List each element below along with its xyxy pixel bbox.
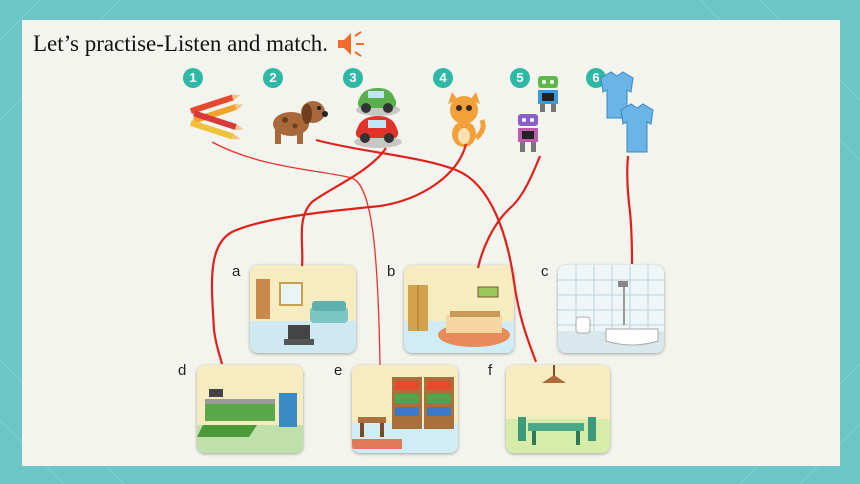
item-number-4: 4 — [433, 68, 453, 88]
room-f-dining-room[interactable] — [506, 365, 610, 453]
speaker-icon[interactable] — [336, 30, 366, 58]
room-e-study[interactable] — [352, 365, 458, 453]
room-d-kitchen[interactable] — [197, 365, 303, 453]
room-letter-a: a — [232, 263, 241, 280]
item-number-5: 5 — [510, 68, 530, 88]
room-c-bathroom[interactable] — [558, 265, 664, 353]
room-a-living-room[interactable] — [250, 265, 356, 353]
pencils-image[interactable] — [188, 92, 248, 142]
cars-image[interactable] — [348, 80, 408, 152]
item-number-2: 2 — [263, 68, 283, 88]
room-letter-f: f — [488, 362, 493, 379]
exercise-title: Let’s practise-Listen and match. — [33, 30, 366, 58]
shirts-image[interactable] — [595, 70, 661, 156]
robots-image[interactable] — [510, 72, 566, 158]
item-number-3: 3 — [343, 68, 363, 88]
title-text: Let’s practise-Listen and match. — [33, 31, 329, 56]
cat-image[interactable] — [440, 90, 488, 150]
item-number-1: 1 — [183, 68, 203, 88]
room-letter-d: d — [178, 362, 187, 379]
room-letter-c: c — [541, 263, 549, 280]
room-letter-b: b — [387, 263, 396, 280]
room-b-bedroom[interactable] — [404, 265, 514, 353]
dog-image[interactable] — [267, 94, 331, 146]
room-letter-e: e — [334, 362, 343, 379]
item-number-6: 6 — [586, 68, 606, 88]
